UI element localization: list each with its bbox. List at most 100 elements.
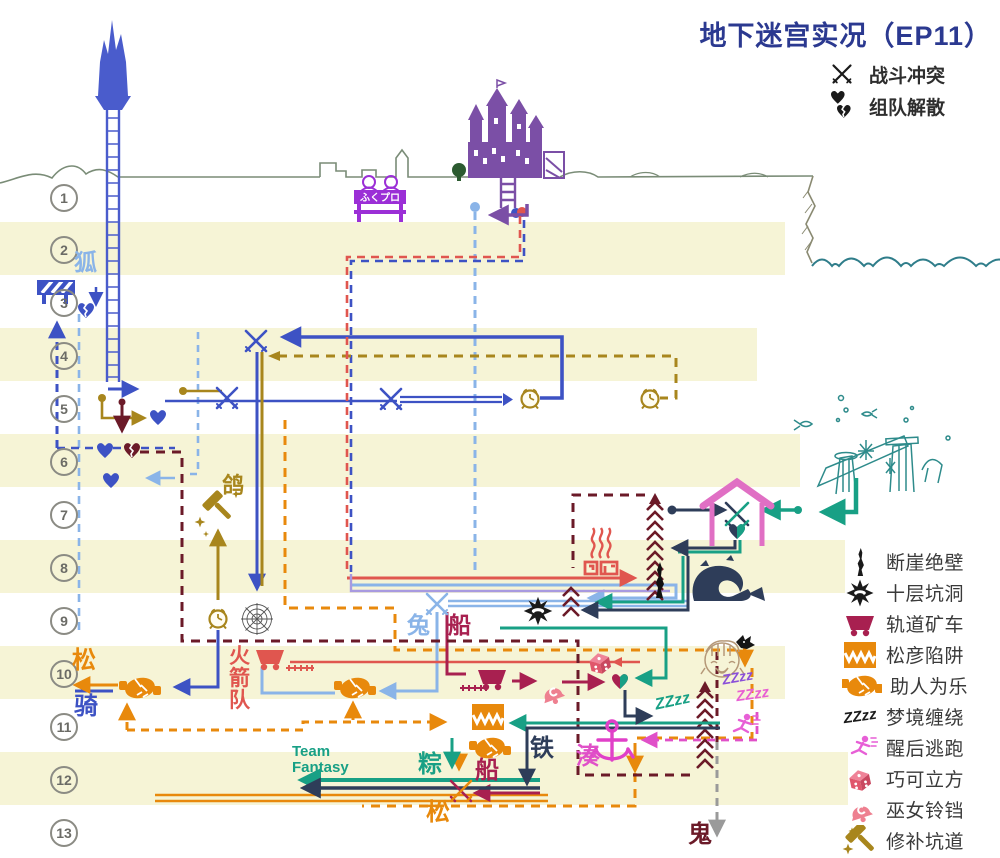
hot-spring-icon [583, 527, 619, 576]
label-team-fantasy: Team Fantasy [292, 743, 349, 776]
legend-item: 修补坑道 [842, 824, 1000, 857]
legend-item: 巧可立方 [842, 763, 1000, 794]
legend-item-label: 醒后逃跑 [886, 739, 965, 760]
battle-icon [215, 386, 239, 410]
minecart-icon [846, 615, 874, 636]
floor-number-12: 12 [50, 766, 78, 794]
floor-number-8: 8 [50, 554, 78, 582]
team-heart-icon [729, 524, 745, 539]
floor-number-13: 13 [50, 819, 78, 847]
legend-item: 助人为乐 [842, 670, 1000, 701]
label-rabbit: 兔 [407, 612, 430, 638]
route-navy [299, 501, 737, 799]
floor-number-2: 2 [50, 236, 78, 264]
band-6 [0, 434, 800, 487]
battle-icon [425, 592, 449, 616]
legend-item-label: 助人为乐 [890, 677, 969, 698]
handshake-icon [118, 674, 162, 702]
team-heart-icon [97, 443, 113, 458]
bat-icon [736, 635, 755, 649]
wave-icon [692, 555, 765, 601]
minecart-icon [459, 670, 506, 692]
legend-item-label: 轨道矿车 [886, 615, 965, 636]
runner-icon [850, 734, 878, 755]
legend-item-label: 松彦陷阱 [886, 646, 965, 667]
legend-item: 松彦陷阱 [842, 639, 1000, 670]
castle [468, 78, 565, 179]
legend-disband: 组队解散 [825, 90, 990, 122]
legend-battle-label: 战斗冲突 [869, 65, 946, 87]
house-icon [699, 477, 775, 546]
legend-item-label: 梦境缠绕 [886, 708, 965, 729]
label-minato: 湊 [576, 743, 600, 770]
legend-item: 十层坑洞 [842, 577, 1000, 608]
sea-waves [811, 256, 1000, 268]
booth-sign-text: ふくプロ [360, 191, 400, 204]
spider-web-icon [240, 602, 274, 636]
label-pine-left: 松 [72, 647, 96, 674]
legend-item-label: 断崖绝壁 [886, 553, 965, 574]
floor-number-1: 1 [50, 184, 78, 212]
bell-icon [847, 802, 876, 825]
legend-disband-label: 组队解散 [869, 97, 946, 119]
pit-explosion-icon [846, 579, 874, 606]
floor-number-5: 5 [50, 395, 78, 423]
team-heart-icon [612, 674, 628, 689]
route-red [290, 216, 670, 667]
sleeping-girl-sketch [700, 640, 745, 678]
route-maroon [113, 398, 726, 838]
legend-item: 巫女铃铛 [842, 794, 1000, 825]
legend-item: 醒后逃跑 [842, 732, 1000, 763]
route-crimson [445, 612, 606, 802]
label-ship-bottom: 船 [475, 757, 499, 784]
band-2 [0, 222, 785, 275]
legend-item-label: 修补坑道 [886, 832, 965, 853]
floor-number-11: 11 [50, 713, 78, 741]
handshake-icon [842, 671, 882, 700]
floor-number-10: 10 [50, 660, 78, 688]
dice-icon [848, 767, 873, 793]
route-magenta [640, 712, 759, 749]
legend-item: 轨道矿车 [842, 608, 1000, 639]
commentary-booth: ふくプロ [354, 175, 406, 222]
sky-tower [95, 20, 131, 382]
minecart-icon [256, 650, 315, 672]
label-ghost: 鬼 [688, 821, 712, 848]
dice-icon [588, 651, 613, 676]
bell-icon [539, 684, 568, 709]
floor-number-4: 4 [50, 342, 78, 370]
broken-heart-icon [124, 443, 140, 458]
team-heart-icon [103, 473, 119, 488]
alarm-clock-icon [208, 608, 228, 630]
floor-number-3: 3 [50, 289, 78, 317]
floor-number-7: 7 [50, 501, 78, 529]
tree [452, 163, 466, 181]
entry-arrow [487, 204, 529, 226]
floor-number-6: 6 [50, 448, 78, 476]
label-fox: 狐 [74, 249, 97, 275]
label-pine-bottom: 松 [426, 799, 450, 826]
trap-icon [842, 640, 878, 669]
start-dot-lightblue [470, 202, 480, 212]
cliff-icon [857, 547, 864, 576]
label-pigeon: 鸽 [222, 473, 245, 498]
floor-number-9: 9 [50, 607, 78, 635]
label-rider: 骑 [74, 693, 98, 720]
surface-skyline [0, 148, 814, 184]
legend-item-label: 十层坑洞 [886, 584, 965, 605]
route-teal [297, 478, 859, 792]
legend-item-label: 巫女铃铛 [886, 801, 965, 822]
label-tie: 铁 [530, 735, 554, 762]
broken-heart-icon [831, 91, 851, 118]
underwater-ruins [793, 394, 951, 495]
page-title: 地下迷宫实况（EP11） [699, 21, 992, 51]
broken-heart-icon [78, 303, 94, 318]
castle-ladder [499, 178, 517, 208]
legend-item: ZZzz 梦境缠绕 [842, 701, 1000, 732]
legend-item-label: 巧可立方 [886, 770, 965, 791]
zzz-icon: ZZzz [842, 705, 878, 728]
legend-item: 断崖绝壁 [842, 546, 1000, 577]
battle-icon [244, 329, 268, 353]
